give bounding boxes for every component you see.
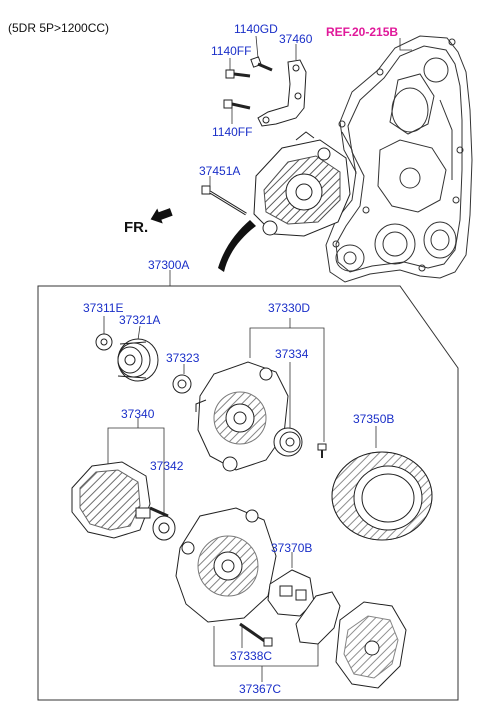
- rear-housing: [175, 507, 277, 623]
- part-label-37367C[interactable]: 37367C: [239, 682, 282, 696]
- front-direction-label: FR.: [124, 219, 149, 236]
- part-label-37311E[interactable]: 37311E: [83, 301, 124, 315]
- front-direction-arrow: [150, 208, 173, 224]
- part-label-37300A[interactable]: 37300A: [148, 258, 190, 272]
- part-label-37321A[interactable]: 37321A: [119, 313, 161, 327]
- leader-lines: [103, 35, 377, 682]
- rear-bearing: [152, 515, 176, 541]
- part-label-37460[interactable]: 37460: [279, 32, 313, 46]
- part-label-37330D[interactable]: 37330D: [268, 301, 311, 315]
- stator: [331, 451, 433, 541]
- regulator: [295, 591, 407, 689]
- part-label-37370B[interactable]: 37370B: [271, 541, 313, 555]
- part-label-37340[interactable]: 37340: [121, 407, 155, 421]
- pulley-nut: [172, 374, 192, 394]
- part-label-37451A[interactable]: 37451A: [199, 164, 241, 178]
- assembly-arrow: [218, 220, 256, 272]
- part-label-37350B[interactable]: 37350B: [353, 412, 395, 426]
- ref-leader-line: [399, 38, 412, 51]
- housing-screw: [317, 443, 327, 458]
- front-housing: [195, 361, 289, 472]
- exploded-view-frame: [37, 285, 459, 701]
- alternator-assembly: [253, 131, 351, 237]
- part-label-37342[interactable]: 37342: [150, 459, 184, 473]
- part-label-1140FF-bottom[interactable]: 1140FF: [212, 125, 253, 139]
- part-label-37334[interactable]: 37334: [275, 347, 309, 361]
- through-bolt: [239, 622, 273, 647]
- part-label-37338C[interactable]: 37338C: [230, 649, 273, 663]
- part-label-1140FF-top[interactable]: 1140FF: [211, 44, 252, 58]
- front-bearing: [273, 427, 303, 457]
- model-spec-label: (5DR 5P>1200CC): [8, 21, 110, 35]
- pulley: [117, 338, 159, 382]
- timing-cover: [325, 35, 473, 283]
- alternator-bracket: [257, 59, 307, 127]
- reference-label[interactable]: REF.20-215B: [326, 25, 399, 39]
- rotor: [71, 461, 169, 539]
- long-bolt: [201, 185, 247, 216]
- mount-bolts: [223, 56, 273, 110]
- small-bearing: [95, 333, 113, 351]
- part-label-1140GD[interactable]: 1140GD: [234, 22, 278, 36]
- part-label-37323[interactable]: 37323: [166, 351, 200, 365]
